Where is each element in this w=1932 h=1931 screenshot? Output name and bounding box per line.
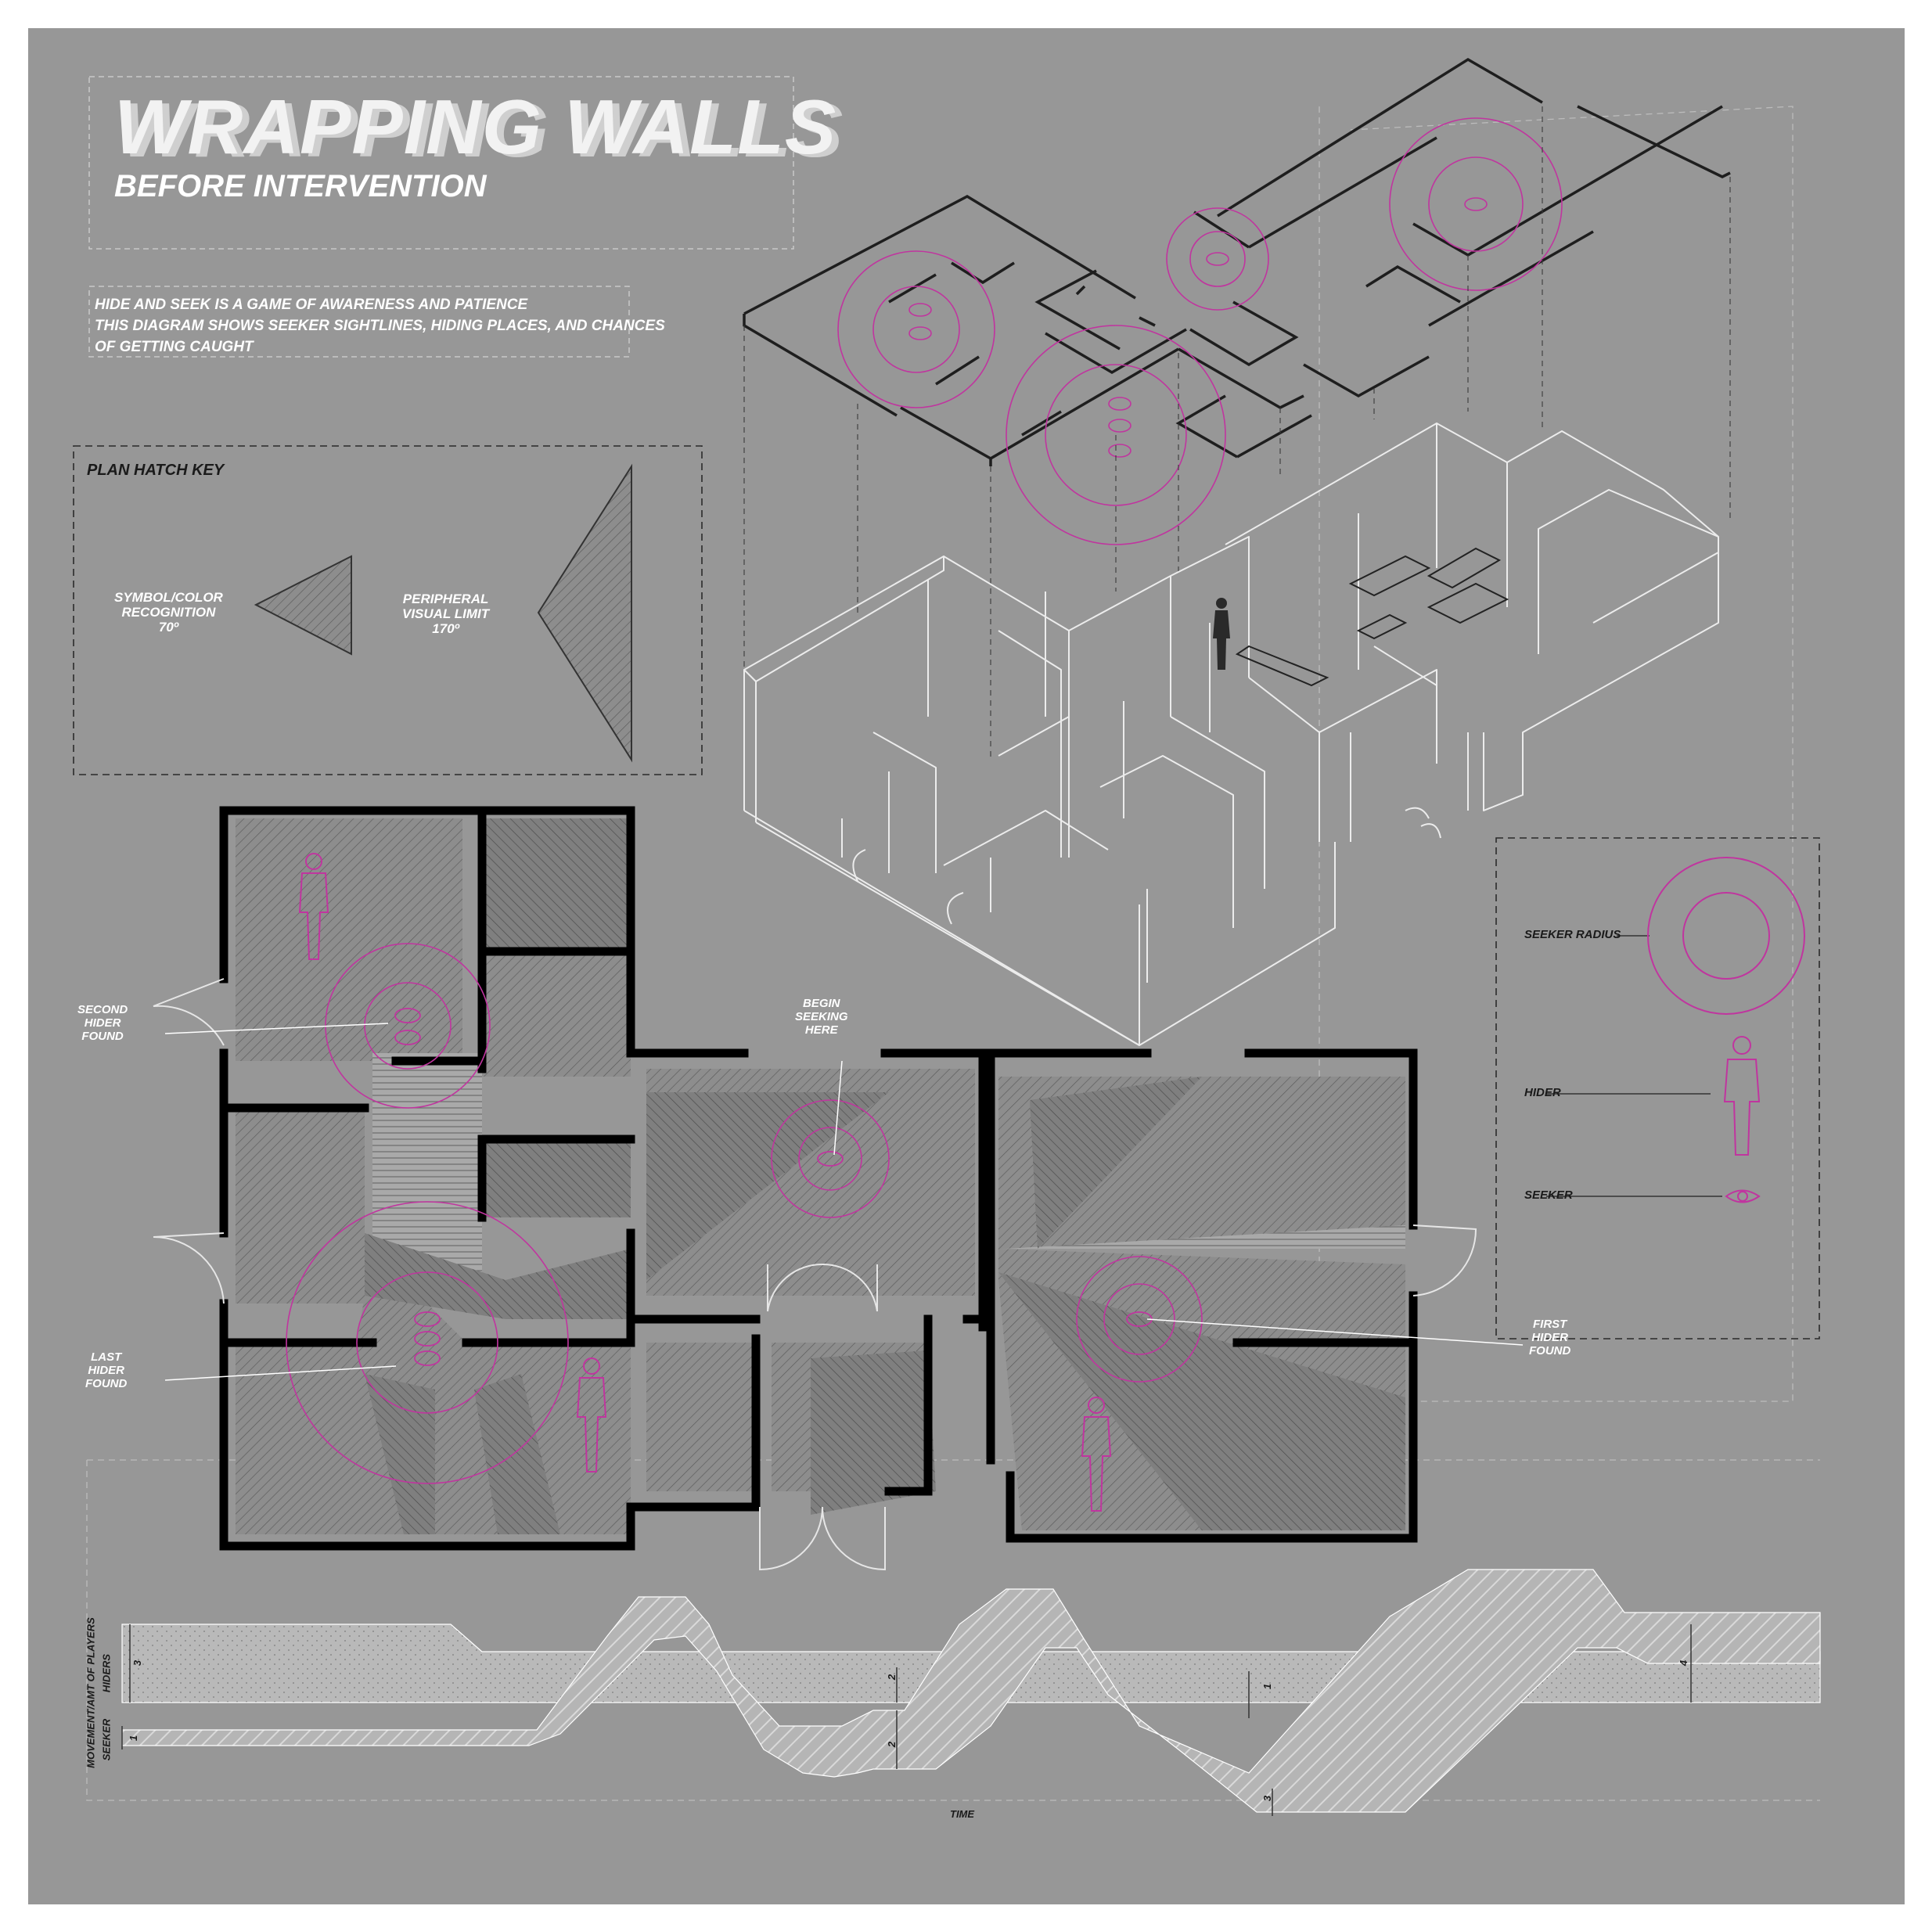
diagram-sheet: WRAPPING WALLS BEFORE INTERVENTION HIDE … (28, 28, 1905, 1904)
timeline-count: 1 (1261, 1683, 1274, 1690)
timeline-y-axis-label: MOVEMENT/AMT OF PLAYERS (85, 1617, 97, 1768)
legend-seeker-radius-label: SEEKER RADIUS (1524, 928, 1621, 941)
plan-seeker-eyes (394, 1008, 1153, 1366)
timeline-count: 3 (131, 1660, 144, 1667)
70-degree-hatch-symbol (254, 555, 352, 656)
legend-seeker-label: SEEKER (1524, 1188, 1573, 1202)
hider-icon (1723, 1036, 1761, 1156)
hatch-key-box (73, 445, 703, 775)
seeker-radius-icon (1647, 857, 1805, 1015)
begin-seeking-label: BEGIN SEEKING HERE (795, 997, 848, 1037)
170-degree-hatch-symbol (537, 463, 632, 763)
symbol-recognition-label: SYMBOL/COLOR RECOGNITION 70º (114, 590, 223, 635)
last-hider-label: LAST HIDER FOUND (85, 1350, 128, 1390)
axo-seeker-radii (837, 117, 1563, 545)
poster-subtitle: BEFORE INTERVENTION (114, 169, 487, 203)
hatch-key-title: PLAN HATCH KEY (87, 462, 225, 479)
title-frame (88, 76, 794, 358)
description-text: HIDE AND SEEK IS A GAME OF AWARENESS AND… (95, 297, 665, 355)
timeline-count: 4 (1678, 1660, 1690, 1667)
plan-sightline-hatches (236, 818, 1405, 1534)
legend-box (1495, 837, 1820, 1339)
second-hider-label: SECOND HIDER FOUND (77, 1003, 128, 1043)
plan-label-leaders (164, 1023, 1524, 1381)
axo-kitchen-counters (1235, 547, 1509, 687)
timeline-count: 1 (128, 1735, 140, 1742)
timeline-x-axis-label: TIME (950, 1808, 975, 1820)
timeline-count: 2 (886, 1741, 898, 1748)
seeker-eye-icon (1725, 1189, 1761, 1203)
timeline-seeker-label: SEEKER (100, 1718, 113, 1761)
axonometric-wall-plan (743, 57, 1731, 466)
axo-person-figure (1213, 598, 1230, 670)
timeline-count: 3 (1261, 1795, 1274, 1802)
plan-hider-figures (298, 853, 1112, 1512)
projection-lines (743, 106, 1731, 760)
legend-hider-label: HIDER (1524, 1086, 1561, 1099)
seeker-path (121, 1569, 1821, 1813)
plan-door-swings (153, 978, 1477, 1571)
axo-seeker-eyes (908, 197, 1488, 458)
timeline-chart (121, 1569, 1821, 1816)
timeline-hiders-label: HIDERS (100, 1653, 113, 1693)
axonometric-house-model (743, 423, 1719, 1046)
timeline-count: 2 (886, 1674, 898, 1681)
peripheral-limit-label: PERIPHERAL VISUAL LIMIT 170º (402, 592, 490, 636)
poster-title: WRAPPING WALLS (114, 84, 837, 170)
plan-walls (219, 806, 1418, 1551)
first-hider-label: FIRST HIDER FOUND (1529, 1318, 1571, 1357)
